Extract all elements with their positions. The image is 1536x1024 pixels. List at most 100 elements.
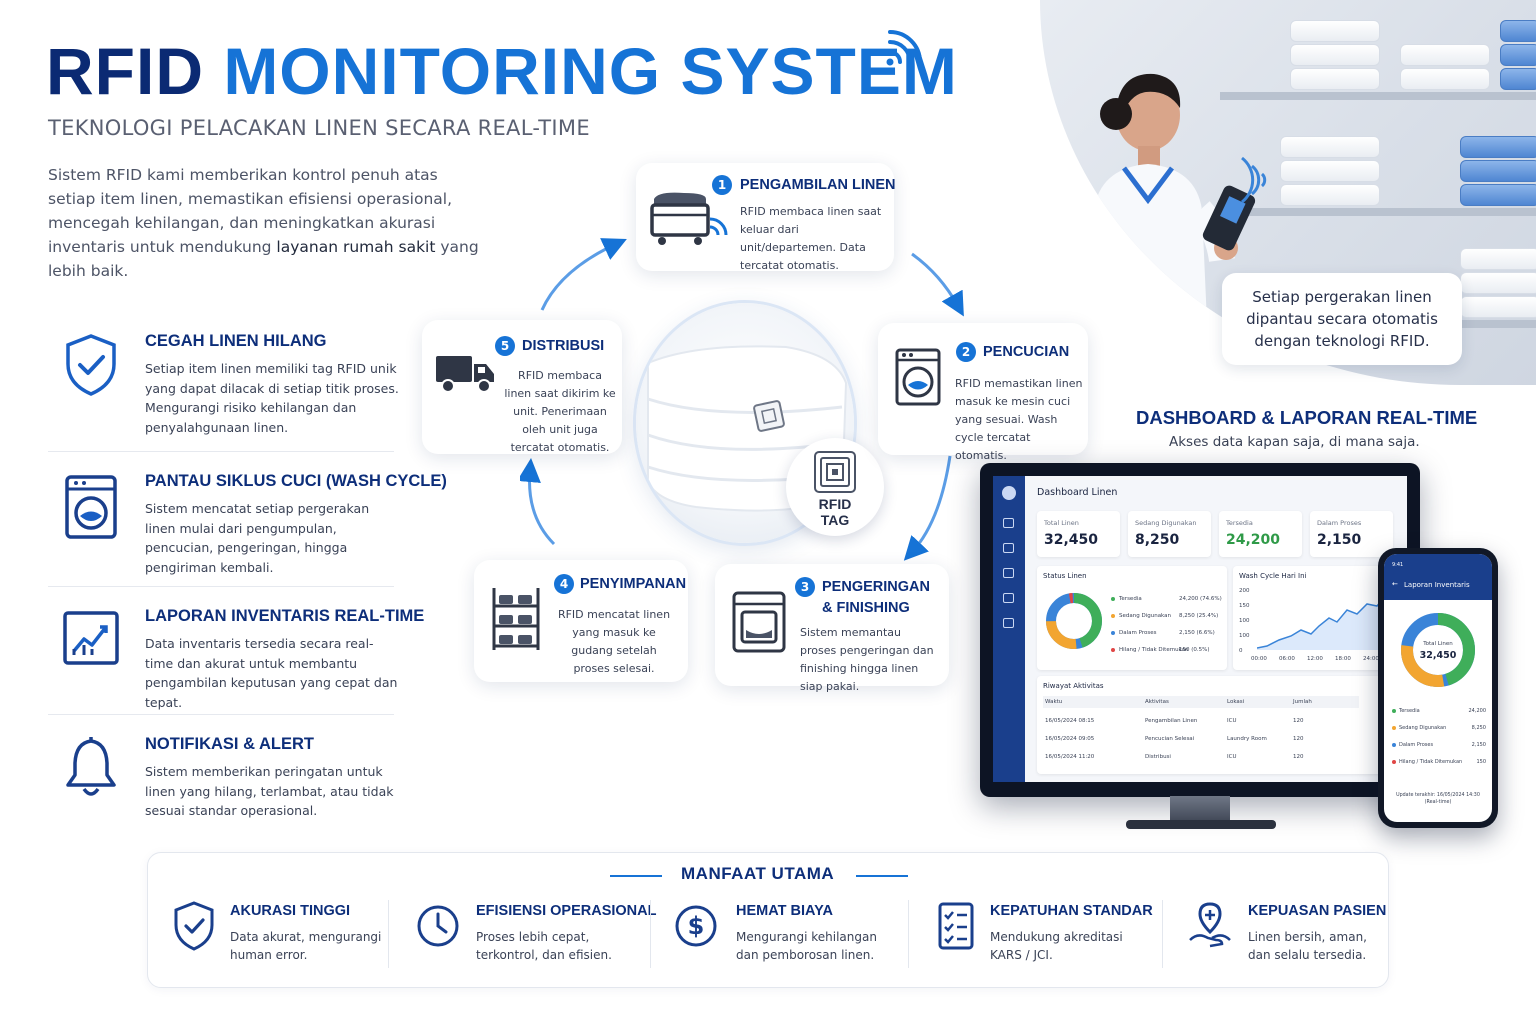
- wash-y-tick: 150: [1239, 603, 1250, 609]
- legend-dot: [1111, 631, 1115, 635]
- phone-back-icon[interactable]: ←: [1392, 580, 1398, 588]
- legend-dot: [1111, 597, 1115, 601]
- legend-value: 2,150 (6.6%): [1179, 630, 1215, 636]
- monitor-stand: [1170, 796, 1230, 824]
- benefit-title: EFISIENSI OPERASIONAL: [476, 903, 657, 919]
- step-description: Sistem memantau proses pengeringan dan f…: [800, 626, 934, 693]
- phone-legend-value: 24,200: [1468, 708, 1487, 714]
- step-title: DISTRIBUSI: [522, 338, 605, 354]
- shield-check-icon: [66, 334, 116, 396]
- step-card-penyimpanan: 4 PENYIMPANAN RFID mencatat linen yang m…: [474, 560, 688, 682]
- kpi-card: Tersedia 24,200: [1219, 511, 1302, 557]
- kpi-value: 24,200: [1226, 532, 1281, 548]
- dashboard-sidebar: [993, 476, 1025, 782]
- wash-panel-title: Wash Cycle Hari Ini: [1239, 572, 1307, 580]
- activity-cell: Pengambilan Linen: [1145, 718, 1198, 724]
- feature-title: CEGAH LINEN HILANG: [145, 332, 327, 350]
- benefit-divider: [1162, 900, 1163, 968]
- checklist-icon: [938, 902, 974, 950]
- activity-cell: Laundry Room: [1227, 736, 1267, 742]
- benefit-divider: [388, 900, 389, 968]
- kpi-card: Total Linen 32,450: [1037, 511, 1120, 557]
- title-part-monitoring: MONITORING SYSTEM: [223, 34, 958, 108]
- sidebar-home-icon[interactable]: [1003, 518, 1014, 528]
- dollar-coin-icon: $: [675, 905, 717, 947]
- wash-x-tick: 18:00: [1335, 656, 1351, 662]
- kpi-value: 2,150: [1317, 532, 1362, 548]
- benefits-panel: [147, 852, 1389, 988]
- step-title: PENCUCIAN: [983, 344, 1070, 360]
- kpi-value: 32,450: [1044, 532, 1099, 548]
- kpi-card: Sedang Digunakan 8,250: [1128, 511, 1211, 557]
- legend-dot: [1111, 648, 1115, 652]
- intro-paragraph: Sistem RFID kami memberikan kontrol penu…: [48, 163, 488, 283]
- title-part-rfid: RFID: [46, 34, 204, 108]
- step-title: PENGERINGAN & FINISHING: [822, 579, 930, 616]
- sidebar-settings-icon[interactable]: [1003, 618, 1014, 628]
- mobile-phone: 9:41 ← Laporan Inventaris Total Linen 32…: [1378, 548, 1498, 828]
- step-number: 4: [554, 574, 574, 594]
- feature-title: LAPORAN INVENTARIS REAL-TIME: [145, 607, 425, 625]
- status-panel-title: Status Linen: [1043, 572, 1087, 580]
- wireless-signal-icon: [886, 30, 922, 66]
- phone-legend-value: 2,150: [1471, 742, 1486, 748]
- intro-text: Sistem RFID kami memberikan kontrol penu…: [48, 166, 452, 256]
- phone-update-note: Update terakhir: 16/05/2024 14:30(Real-t…: [1396, 793, 1480, 805]
- step-description: RFID mencatat linen yang masuk ke gudang…: [557, 608, 671, 675]
- rfid-chip-icon: [814, 451, 856, 493]
- step-number: 5: [495, 336, 515, 356]
- photo-caption: Setiap pergerakan linen dipantau secara …: [1222, 273, 1462, 365]
- washing-machine-icon: [65, 475, 117, 539]
- legend-value: 150 (0.5%): [1179, 647, 1210, 653]
- wash-y-tick: 200: [1239, 588, 1250, 594]
- phone-legend-label: Hilang / Tidak Ditemukan: [1399, 759, 1463, 765]
- kpi-label: Dalam Proses: [1317, 519, 1362, 527]
- feature-item: PANTAU SIKLUS CUCI (WASH CYCLE) Sistem m…: [48, 452, 447, 587]
- wash-y-tick: 100: [1239, 633, 1250, 639]
- status-donut-chart: [1046, 593, 1102, 649]
- patient-care-icon: [1189, 902, 1231, 948]
- activity-cell: ICU: [1227, 718, 1237, 724]
- activity-cell: Pencucian Selesai: [1145, 736, 1195, 742]
- legend-label: Tersedia: [1119, 596, 1142, 602]
- legend-label: Sedang Digunakan: [1119, 613, 1172, 619]
- sidebar-history-icon[interactable]: [1003, 593, 1014, 603]
- benefit-title: AKURASI TINGGI: [230, 903, 351, 919]
- phone-title: Laporan Inventaris: [1404, 581, 1470, 589]
- rfid-signal-icon: [1241, 156, 1267, 204]
- activity-cell: 120: [1293, 736, 1304, 742]
- monitor-base: [1126, 820, 1276, 829]
- activity-header-cell: Aktivitas: [1145, 699, 1169, 705]
- dashboard-section-subtitle: Akses data kapan saja, di mana saja.: [1169, 434, 1420, 450]
- chart-report-icon: [63, 611, 119, 665]
- dryer-icon: [732, 591, 786, 653]
- kpi-label: Sedang Digunakan: [1135, 519, 1197, 527]
- sidebar-inventory-icon[interactable]: [1003, 568, 1014, 578]
- desktop-monitor: Dashboard Linen Total Linen 32,450 Sedan…: [980, 463, 1420, 797]
- step-title: PENGAMBILAN LINEN: [740, 177, 896, 193]
- activity-header-cell: Lokasi: [1227, 699, 1245, 705]
- dashboard-section-title: DASHBOARD & LAPORAN REAL-TIME: [1136, 407, 1478, 428]
- washing-machine-icon: [895, 348, 941, 406]
- phone-donut-label: Total Linen: [1423, 641, 1453, 647]
- page-subtitle: TEKNOLOGI PELACAKAN LINEN SECARA REAL-TI…: [48, 116, 590, 140]
- benefit-divider: [650, 900, 651, 968]
- activity-cell: 120: [1293, 754, 1304, 760]
- wash-y-tick: 100: [1239, 618, 1250, 624]
- step-description: RFID memastikan linen masuk ke mesin cuc…: [955, 377, 1083, 462]
- step-number: 3: [795, 577, 815, 597]
- legend-value: 8,250 (25.4%): [1179, 613, 1219, 619]
- page-title: RFID MONITORING SYSTEM: [46, 38, 958, 104]
- phone-donut-chart: [1401, 613, 1475, 687]
- activity-cell: ICU: [1227, 754, 1237, 760]
- feature-description: Data inventaris tersedia secara real-tim…: [145, 636, 398, 710]
- activity-header-cell: Jumlah: [1293, 699, 1312, 705]
- sidebar-reports-icon[interactable]: [1003, 543, 1014, 553]
- legend-dot: [1111, 614, 1115, 618]
- activity-cell: 16/05/2024 08:15: [1045, 718, 1095, 724]
- kpi-label: Tersedia: [1226, 519, 1253, 527]
- benefit-title: KEPUASAN PASIEN: [1248, 903, 1387, 919]
